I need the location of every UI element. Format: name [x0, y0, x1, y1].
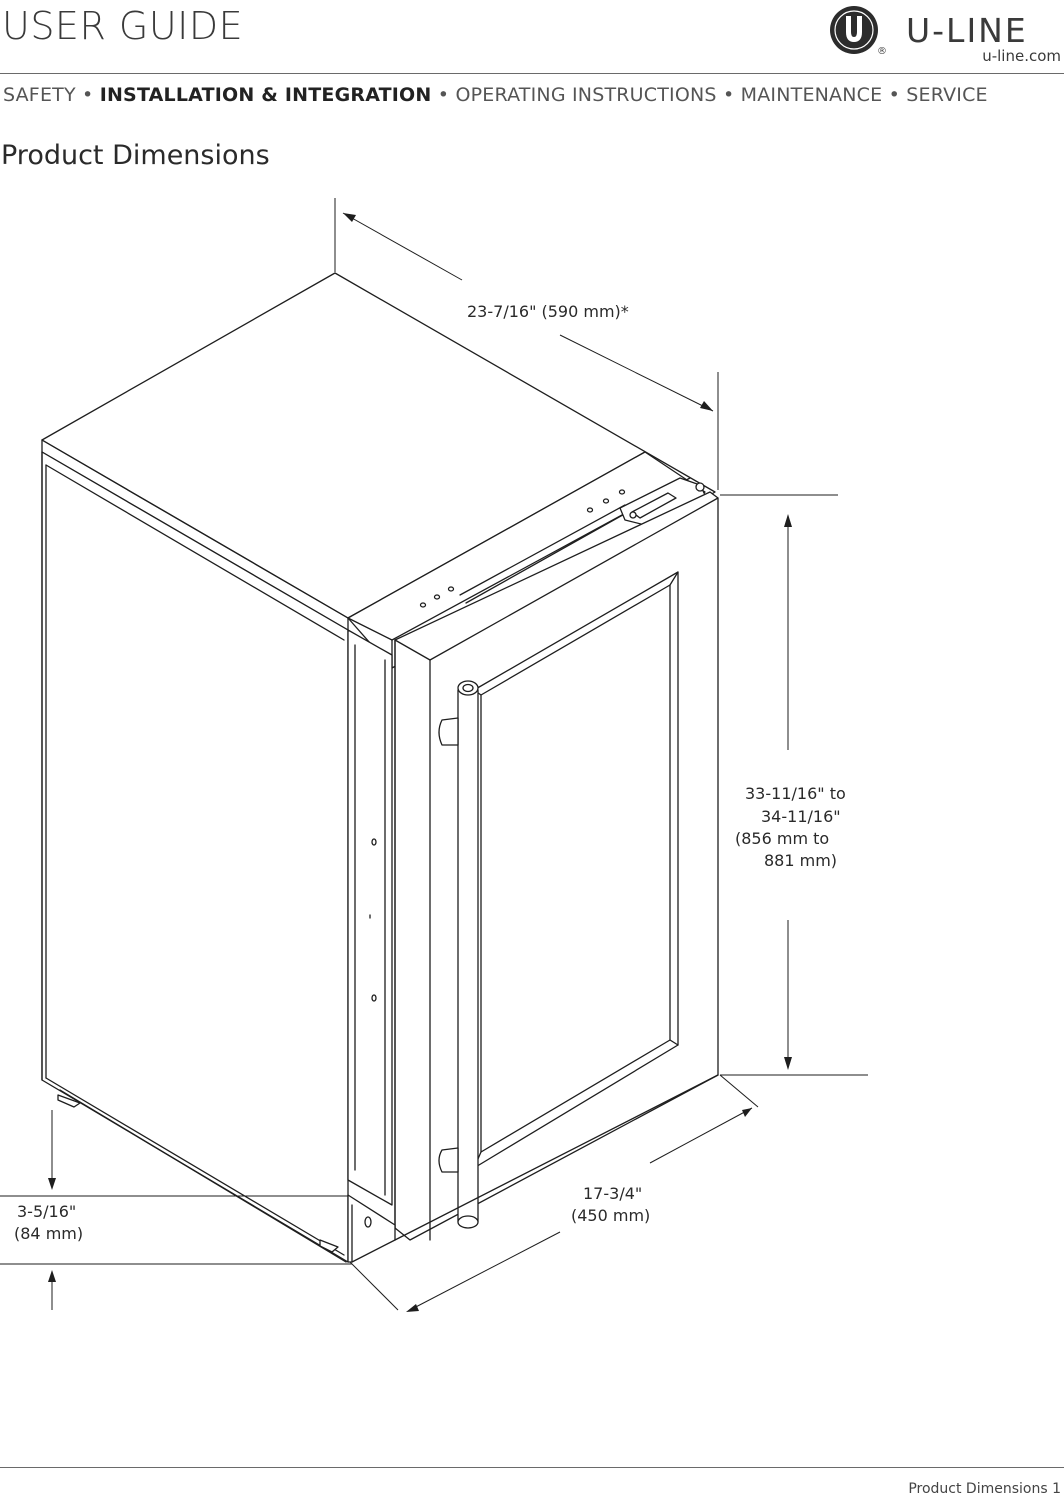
width-dimension-label-1: 17-3/4" [583, 1184, 643, 1203]
u-line-logo-icon: ® U-LINE [830, 6, 1028, 57]
door-handle [438, 680, 479, 1229]
header-rule [0, 73, 1064, 74]
height-dimension-label-4: 881 mm) [764, 851, 838, 870]
depth-dimension-label: 23-7/16" (590 mm)* [467, 302, 629, 321]
section-title: Product Dimensions [1, 140, 270, 171]
toe-kick-dimension-label-2: (84 mm) [14, 1224, 84, 1243]
nav-separator: • [722, 84, 735, 106]
dimension-arrows [48, 213, 792, 1312]
toe-kick [57, 1074, 719, 1263]
width-dimension-label-2: (450 mm) [571, 1206, 651, 1225]
height-dimension-label-1: 33-11/16" to [745, 784, 846, 803]
brand-wordmark: U-LINE [906, 11, 1028, 50]
nav-item-installation[interactable]: INSTALLATION & INTEGRATION [99, 84, 432, 106]
nav-separator: • [437, 84, 450, 106]
top-hinge [619, 477, 706, 526]
nav-separator: • [888, 84, 901, 106]
brand-logo: ® U-LINE [828, 2, 1064, 68]
dimension-lines [0, 198, 868, 1311]
toe-kick-dimension-label-1: 3-5/16" [17, 1202, 77, 1221]
footer-rule [0, 1467, 1064, 1468]
cabinet-front-trim [347, 629, 393, 1206]
height-dimension-label-3: (856 mm to [735, 829, 830, 848]
nav-item-service[interactable]: SERVICE [906, 84, 988, 106]
page-footer-label: Product Dimensions 1 [908, 1481, 1061, 1497]
nav-item-operating[interactable]: OPERATING INSTRUCTIONS [455, 84, 717, 106]
brand-url[interactable]: u-line.com [982, 47, 1061, 65]
height-dimension-label-2: 34-11/16" [761, 807, 841, 826]
registered-mark: ® [877, 46, 887, 57]
control-buttons [419, 489, 626, 608]
section-nav: SAFETY • INSTALLATION & INTEGRATION • OP… [3, 84, 988, 106]
doc-title: USER GUIDE [2, 4, 244, 48]
nav-separator: • [82, 84, 94, 106]
nav-item-safety[interactable]: SAFETY [3, 84, 76, 106]
nav-item-maintenance[interactable]: MAINTENANCE [740, 84, 883, 106]
